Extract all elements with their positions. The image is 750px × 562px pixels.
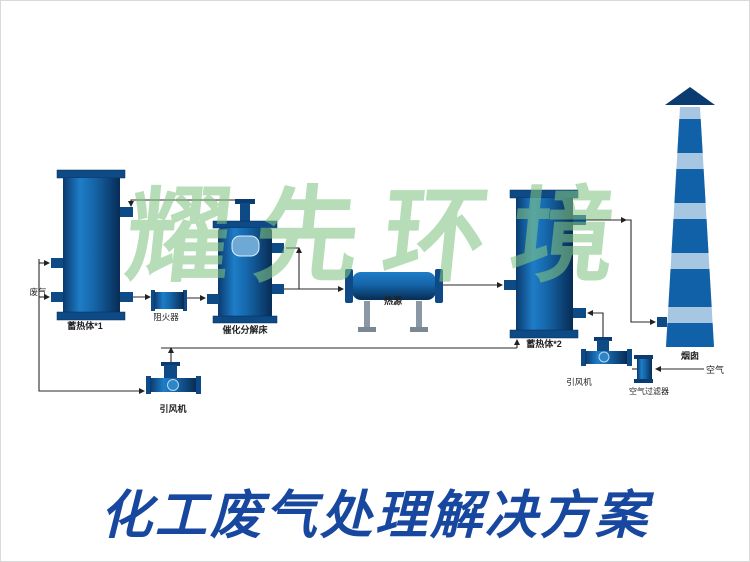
page-title: 化工废气处理解决方案 [99,488,650,545]
chimney: 烟囱 [657,87,715,361]
nozzle [573,215,586,225]
fan-hub [598,351,610,363]
air-filter: 空气过滤器 [629,355,669,396]
waste-gas-label: 废气 [29,287,47,297]
nozzle [207,294,219,304]
nozzle [51,258,63,268]
induced-draft-fan-right: 引风机 [566,337,632,387]
sight-window [231,235,260,257]
heat-source-label: 热源 [384,295,402,306]
heat-storage-vessel-1: 蓄热体*1 [51,169,133,331]
chimney-label: 烟囱 [681,350,699,361]
nozzle [272,243,284,253]
fan-hub [167,379,179,391]
outlet-to-chimney [626,219,656,325]
nozzle [504,280,516,290]
nozzle [120,292,133,302]
nozzle [573,308,586,318]
nozzle [51,292,63,302]
chimney-cap [665,87,715,105]
waste-gas-main-line [38,259,145,394]
nozzle [120,207,133,217]
pipe-lines [38,199,704,394]
flame-arrester: 阻火器 [151,290,187,322]
catalytic-bed-label: 催化分解床 [222,324,268,335]
induced-draft-fan-left: 引风机 [146,362,201,414]
air-filter-label: 空气过滤器 [629,386,669,396]
heat-storage-2-label: 蓄热体*2 [526,338,562,349]
heat-source: 热源 [345,269,443,332]
flame-arrester-label: 阻火器 [153,312,179,322]
fan-left-label: 引风机 [159,403,186,414]
nozzle [657,317,667,327]
heat-storage-vessel-2: 蓄热体*2 [504,189,586,349]
nozzle [272,284,284,294]
bed-top-to-vessel1 [128,199,235,207]
fan2-to-vessel2 [587,310,604,337]
fan-right-label: 引风机 [566,377,592,387]
air-label: 空气 [706,364,724,375]
catalytic-bed: 催化分解床 [207,199,284,335]
heat-storage-1-label: 蓄热体*1 [67,320,103,331]
